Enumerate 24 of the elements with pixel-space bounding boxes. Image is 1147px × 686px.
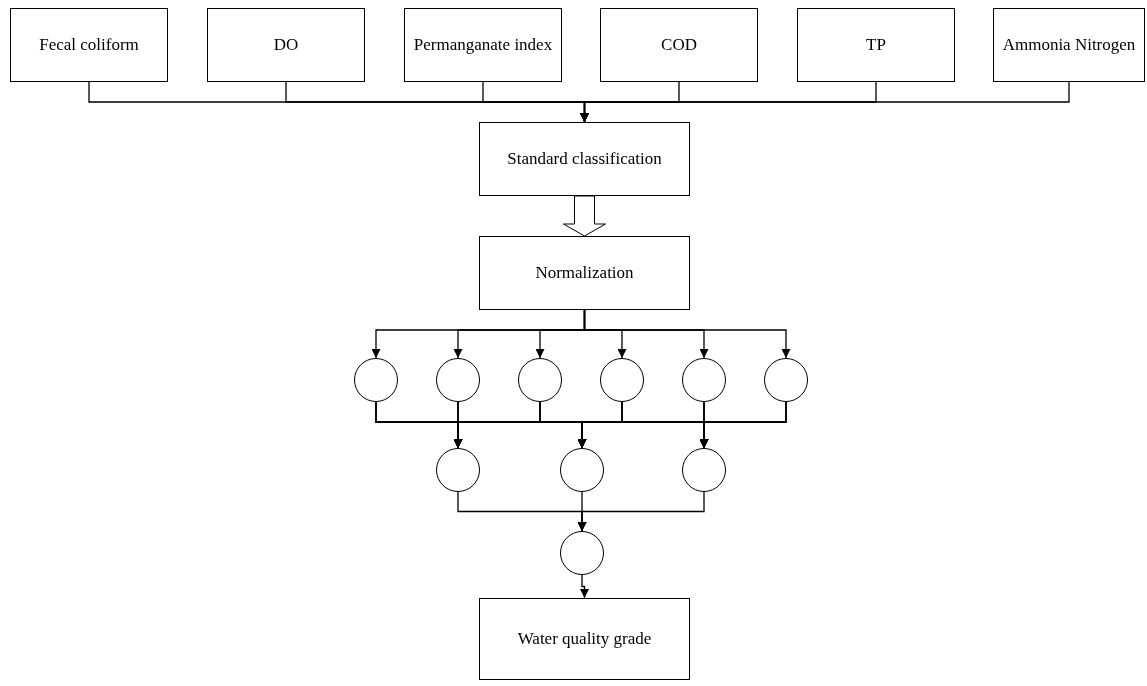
- node-label: Fecal coliform: [39, 34, 139, 56]
- process-box: [993, 8, 1145, 82]
- process-box: [10, 8, 168, 82]
- node-label: COD: [661, 34, 697, 56]
- process-box: [207, 8, 365, 82]
- process-box: [797, 8, 955, 82]
- node-label: DO: [273, 34, 299, 56]
- arrow: [580, 81, 1070, 123]
- arrow: [699, 401, 787, 449]
- node-label: Permanganate index: [413, 34, 553, 56]
- process-box: [600, 8, 758, 82]
- node-label: Normalization: [535, 262, 634, 284]
- block-arrow: [563, 195, 606, 237]
- arrow: [583, 309, 791, 359]
- node-label: Ammonia Nitrogen: [1002, 34, 1136, 56]
- process-box: [479, 122, 690, 196]
- node-label: Standard classification: [507, 148, 662, 170]
- node-label: TP: [866, 34, 886, 56]
- node-label: Water quality grade: [517, 628, 652, 650]
- arrow: [577, 491, 705, 532]
- process-box: [479, 236, 690, 310]
- process-box: [479, 598, 690, 680]
- arrow: [580, 574, 589, 599]
- process-box: [404, 8, 562, 82]
